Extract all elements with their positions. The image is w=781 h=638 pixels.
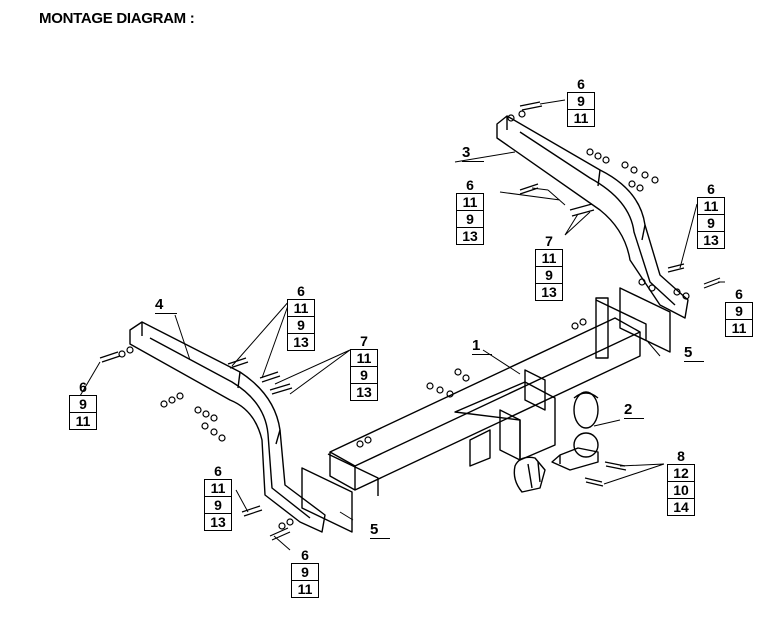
main-crossbar bbox=[329, 297, 641, 491]
callout-far-right-a: 6 11 9 13 bbox=[697, 181, 725, 249]
callout-head: 6 bbox=[707, 181, 715, 197]
callout-cell: 9 bbox=[535, 267, 563, 284]
right-side-bracket bbox=[496, 115, 689, 319]
leader-lines bbox=[79, 99, 725, 551]
part-label-4: 4 bbox=[155, 296, 177, 314]
callout-cell: 11 bbox=[697, 197, 725, 215]
callout-cell: 14 bbox=[667, 499, 695, 516]
part-label-5-right: 5 bbox=[684, 344, 704, 362]
callout-head: 8 bbox=[677, 448, 685, 464]
fasteners bbox=[99, 101, 721, 541]
callout-mid-right-a: 6 11 9 13 bbox=[456, 177, 484, 245]
callout-bottom-b: 6 9 11 bbox=[291, 547, 319, 598]
callout-cell: 9 bbox=[287, 317, 315, 334]
callout-cell: 9 bbox=[291, 563, 319, 581]
callout-mid-right-b: 7 11 9 13 bbox=[535, 233, 563, 301]
callout-far-right-b: 6 9 11 bbox=[725, 286, 753, 337]
callout-head: 7 bbox=[545, 233, 553, 249]
left-side-bracket bbox=[129, 321, 326, 533]
callout-cell: 11 bbox=[535, 249, 563, 267]
callout-cell: 9 bbox=[350, 367, 378, 384]
callout-head: 6 bbox=[301, 547, 309, 563]
callout-head: 6 bbox=[297, 283, 305, 299]
callout-head: 7 bbox=[360, 333, 368, 349]
part-label-1: 1 bbox=[472, 337, 492, 355]
callout-bottom-a: 6 11 9 13 bbox=[204, 463, 232, 531]
callout-cell: 11 bbox=[456, 193, 484, 211]
callout-head: 6 bbox=[577, 76, 585, 92]
callout-head: 6 bbox=[79, 379, 87, 395]
callout-cell: 11 bbox=[204, 479, 232, 497]
tow-assembly bbox=[454, 369, 556, 493]
callout-cell: 11 bbox=[567, 110, 595, 127]
towball bbox=[551, 391, 599, 471]
callout-head: 6 bbox=[466, 177, 474, 193]
callout-cell: 9 bbox=[456, 211, 484, 228]
callout-left-far: 6 9 11 bbox=[69, 379, 97, 430]
part-label-5-left: 5 bbox=[370, 521, 390, 539]
callout-cell: 11 bbox=[350, 349, 378, 367]
callout-cell: 9 bbox=[204, 497, 232, 514]
callout-left-a: 6 11 9 13 bbox=[287, 283, 315, 351]
callout-cell: 11 bbox=[725, 320, 753, 337]
part-label-2: 2 bbox=[624, 401, 644, 419]
callout-head: 6 bbox=[735, 286, 743, 302]
callout-ball: 8 12 10 14 bbox=[667, 448, 695, 516]
diagram-title: MONTAGE DIAGRAM : bbox=[39, 10, 195, 27]
callout-head: 6 bbox=[214, 463, 222, 479]
end-plates bbox=[301, 287, 671, 533]
callout-cell: 13 bbox=[204, 514, 232, 531]
callout-cell: 9 bbox=[69, 395, 97, 413]
callout-cell: 13 bbox=[535, 284, 563, 301]
callout-cell: 11 bbox=[69, 413, 97, 430]
callout-left-b: 7 11 9 13 bbox=[350, 333, 378, 401]
callout-top-right: 6 9 11 bbox=[567, 76, 595, 127]
callout-cell: 13 bbox=[287, 334, 315, 351]
callout-cell: 13 bbox=[697, 232, 725, 249]
part-label-3: 3 bbox=[462, 144, 484, 162]
callout-cell: 9 bbox=[567, 92, 595, 110]
callout-cell: 13 bbox=[456, 228, 484, 245]
callout-cell: 11 bbox=[287, 299, 315, 317]
callout-cell: 9 bbox=[725, 302, 753, 320]
callout-cell: 9 bbox=[697, 215, 725, 232]
callout-cell: 11 bbox=[291, 581, 319, 598]
callout-cell: 13 bbox=[350, 384, 378, 401]
callout-cell: 12 bbox=[667, 464, 695, 482]
callout-cell: 10 bbox=[667, 482, 695, 499]
